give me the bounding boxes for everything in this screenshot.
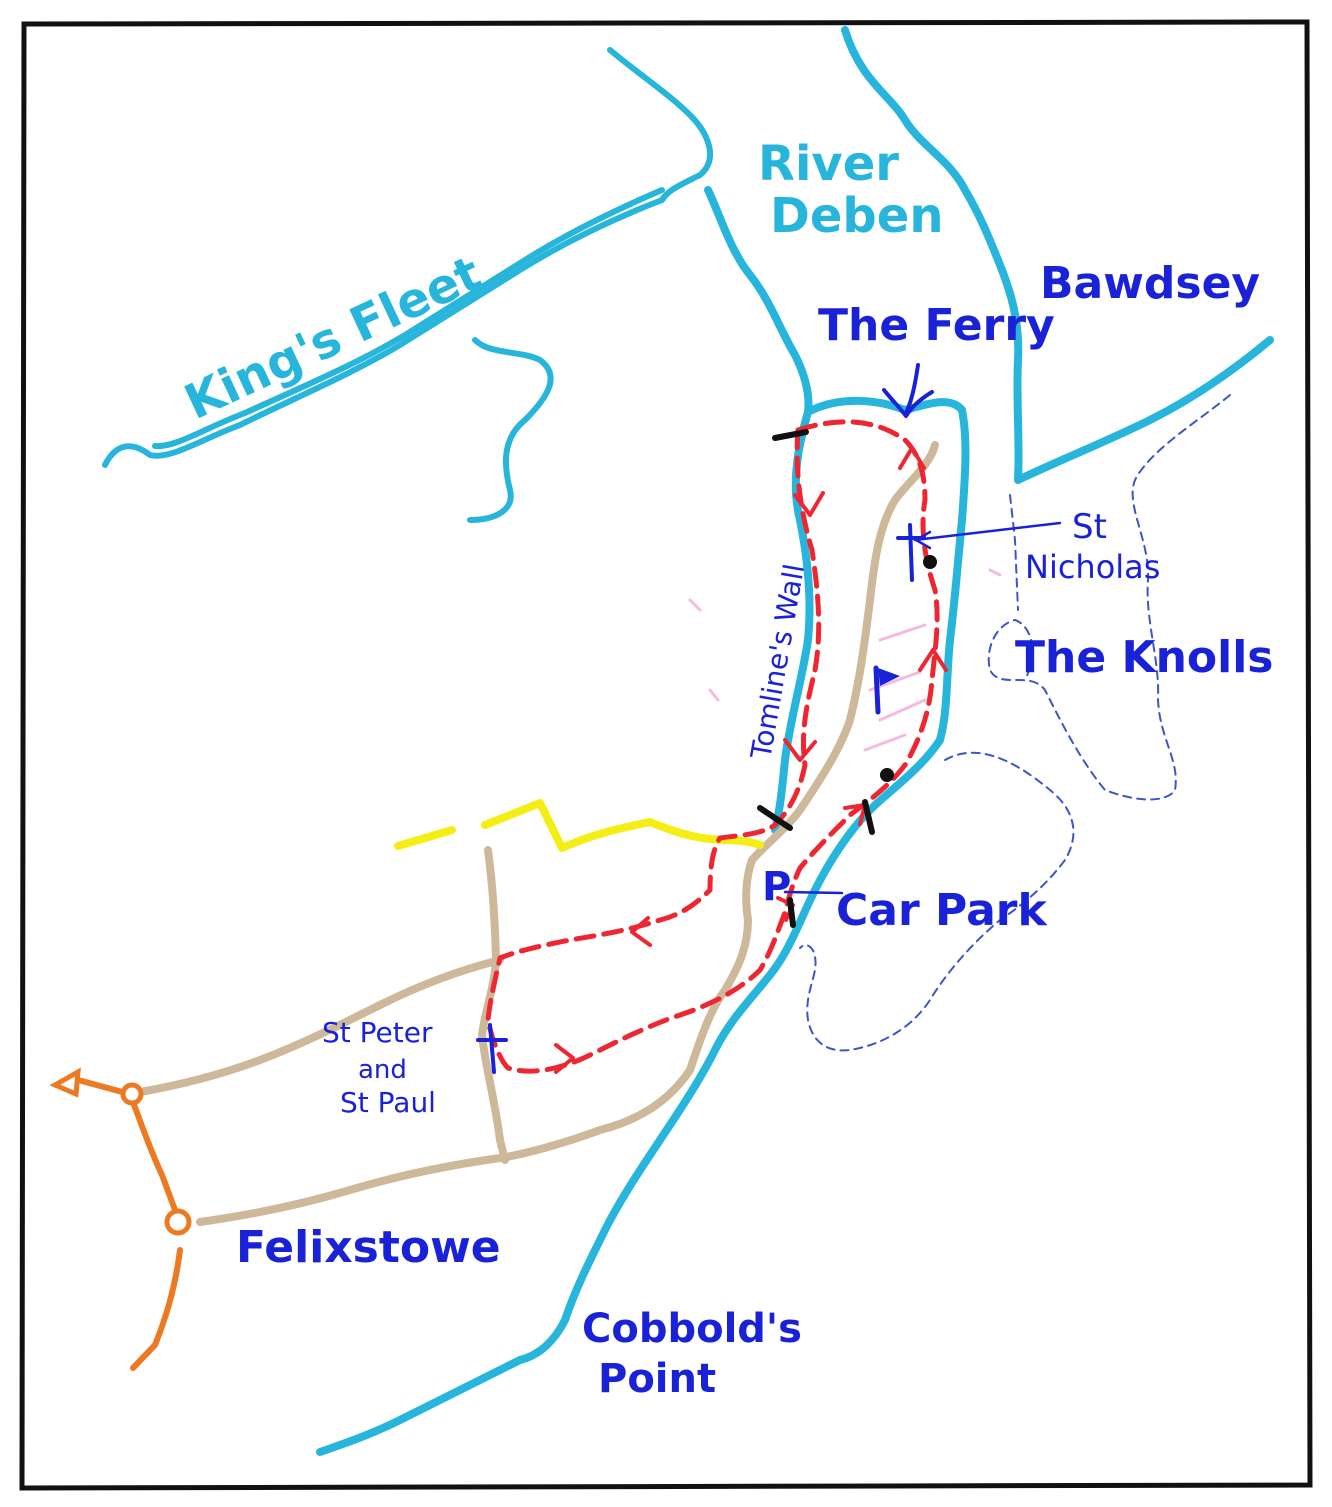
rail-station-node bbox=[120, 1082, 144, 1106]
pink-highlight bbox=[688, 568, 1002, 752]
river-label-line2: Deben bbox=[770, 188, 943, 244]
gate-marker bbox=[757, 805, 793, 831]
car-park-symbol: P bbox=[762, 864, 791, 910]
gate-marker bbox=[787, 897, 796, 928]
walk-route bbox=[485, 419, 948, 1074]
knolls-outline bbox=[799, 394, 1231, 1052]
flag-icon bbox=[873, 665, 900, 715]
st-nicholas-label-line1: St bbox=[1072, 507, 1107, 547]
main-road bbox=[394, 799, 764, 852]
route-arrow bbox=[793, 491, 825, 517]
point-marker bbox=[880, 768, 894, 782]
st-nicholas-pointer bbox=[913, 521, 1062, 542]
cobbolds-point-label-line2: Point bbox=[598, 1356, 716, 1402]
the-ferry-label: The Ferry bbox=[818, 300, 1055, 351]
point-marker bbox=[923, 555, 937, 569]
river-deben bbox=[316, 26, 1274, 1456]
map-frame bbox=[19, 19, 1313, 1491]
st-peter-label-line2: and bbox=[358, 1055, 407, 1085]
gate-marker bbox=[772, 429, 809, 441]
route-arrow bbox=[630, 916, 652, 947]
the-knolls-label: The Knolls bbox=[1015, 632, 1274, 683]
roads bbox=[136, 441, 939, 1226]
car-park-pointer bbox=[783, 890, 844, 895]
cobbolds-point-label-line1: Cobbold's bbox=[582, 1306, 802, 1352]
st-peter-label-line1: St Peter bbox=[322, 1016, 433, 1049]
gate-marker bbox=[862, 799, 875, 835]
route-arrow bbox=[898, 446, 926, 470]
arrow-down-icon bbox=[882, 363, 934, 418]
cross-icon bbox=[476, 1023, 508, 1074]
route-arrow bbox=[918, 648, 948, 672]
st-nicholas-label-line2: Nicholas bbox=[1025, 548, 1160, 586]
bawdsey-label: Bawdsey bbox=[1040, 258, 1260, 309]
felixstowe-label: Felixstowe bbox=[236, 1222, 501, 1273]
rail-junction-triangle bbox=[49, 1067, 81, 1098]
cross-icon bbox=[896, 523, 926, 582]
route-arrow bbox=[554, 1043, 575, 1074]
river-label-line1: River bbox=[758, 136, 899, 192]
st-nicholas-pointer-head bbox=[913, 530, 932, 550]
kings-fleet-water bbox=[102, 47, 713, 523]
car-park-label: Car Park bbox=[836, 885, 1048, 936]
route-arrow bbox=[783, 738, 817, 762]
kings-fleet-label: King's Fleet bbox=[176, 245, 489, 431]
railway bbox=[49, 1067, 192, 1371]
rail-station-node bbox=[164, 1208, 192, 1236]
st-peter-label-line3: St Paul bbox=[340, 1086, 436, 1119]
